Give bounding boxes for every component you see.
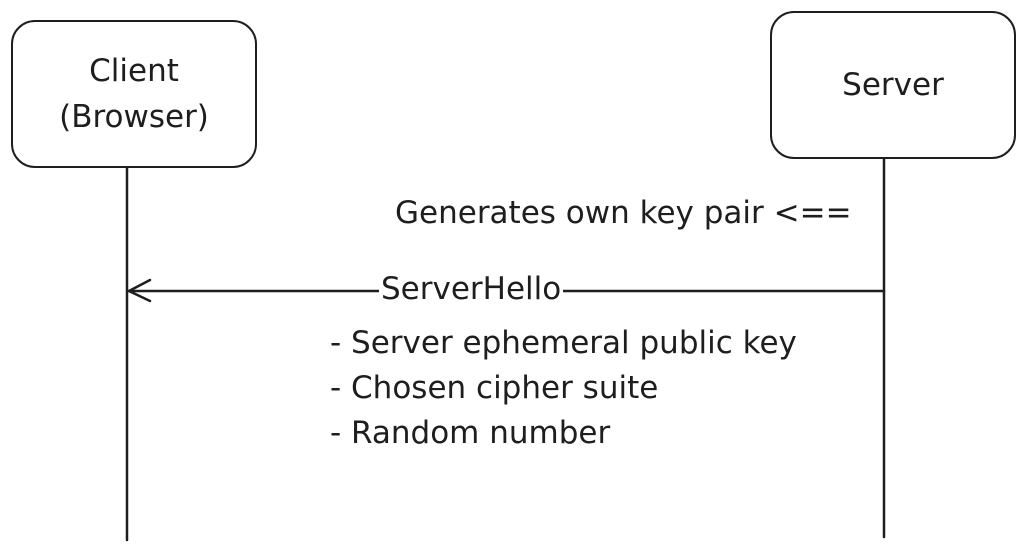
server-actor-label: Server — [842, 67, 944, 103]
client-actor-label-line1: Client — [89, 53, 179, 89]
detail-item-public-key: - Server ephemeral public key — [330, 325, 797, 361]
server-actor-box: Server — [770, 11, 1016, 159]
client-actor-box: Client (Browser) — [11, 20, 257, 168]
server-hello-label: ServerHello — [379, 269, 564, 309]
client-actor-label-line2: (Browser) — [59, 99, 209, 135]
server-hello-arrowhead — [127, 278, 152, 303]
server-hello-details: - Server ephemeral public key - Chosen c… — [330, 321, 797, 456]
detail-item-random-number: - Random number — [330, 415, 611, 451]
detail-item-cipher-suite: - Chosen cipher suite — [330, 370, 659, 406]
server-note: Generates own key pair <== — [395, 195, 852, 231]
